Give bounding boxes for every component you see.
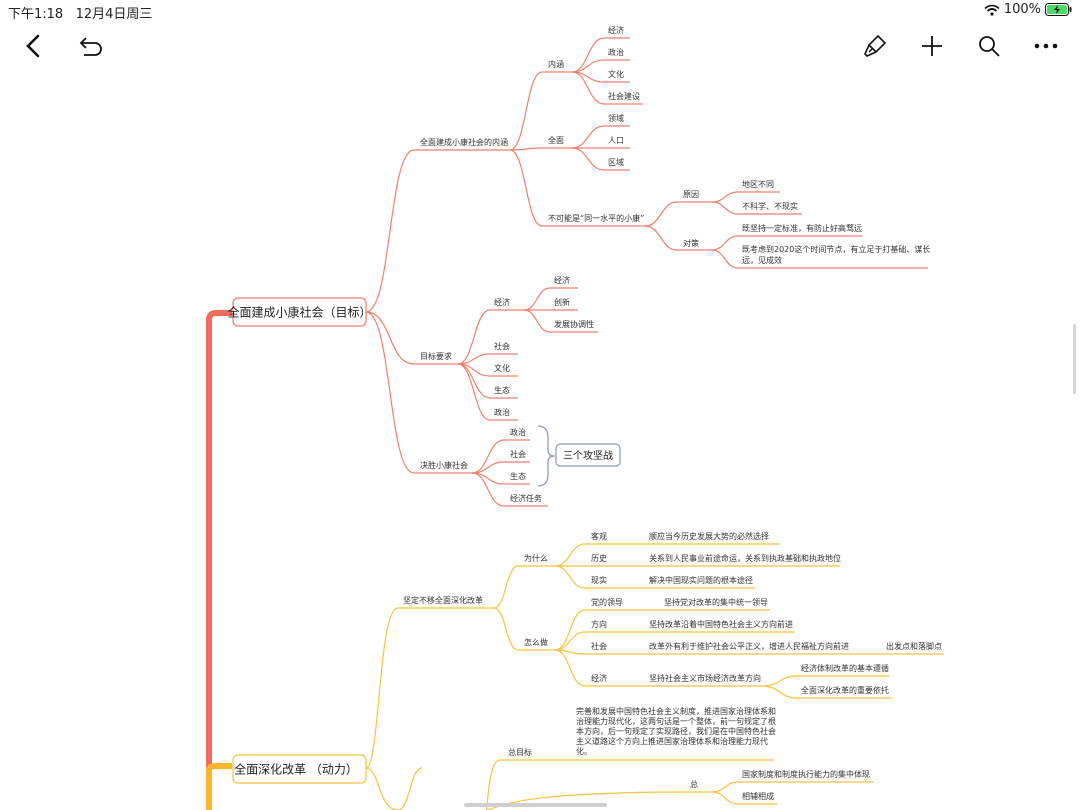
node-b3-4[interactable]: 经济任务 [510,493,542,503]
plus-icon [922,36,942,56]
node-how[interactable]: 怎么做 [524,637,548,647]
topic1-label: 全面建成小康社会（目标） [227,305,371,320]
more-button[interactable] [1029,30,1063,62]
node-how-3-val[interactable]: 改革外有利于维护社会公平正义，增进人民福祉方向前进 [649,641,849,651]
search-icon [979,36,1000,57]
status-bar: 下午1:18 12月4日周三 100% [0,0,1080,22]
node-duice-1[interactable]: 既坚持一定标准，有防止好高骛远 [742,223,862,233]
node-quanmian-1[interactable]: 领域 [608,113,624,123]
node-b3-3[interactable]: 生态 [510,471,526,481]
node-b1[interactable]: 全面建成小康社会的内涵 [420,137,508,147]
status-date: 12月4日周三 [75,7,153,22]
style-button[interactable] [858,30,892,62]
search-button[interactable] [972,30,1006,62]
node-b2[interactable]: 目标要求 [420,351,452,361]
battery-charging-icon [1045,3,1072,16]
node-how-4-key[interactable]: 经济 [591,673,607,683]
node-how-2-key[interactable]: 方向 [591,619,607,629]
node-quanmian[interactable]: 全面 [548,135,564,145]
home-indicator[interactable] [464,803,607,807]
topic1-box[interactable] [232,297,367,327]
node-duice-2b[interactable]: 远，见成效 [742,255,782,265]
node-why-3-val[interactable]: 解决中国现实问题的根本途径 [649,575,753,585]
status-time: 下午1:18 [8,7,64,22]
wifi-icon [984,4,1000,16]
node-how-3-key[interactable]: 社会 [591,641,607,651]
node-zongmubiao[interactable]: 总目标 [508,747,532,757]
undo-button[interactable] [74,30,108,62]
node-b3-2[interactable]: 社会 [510,449,526,459]
node-yuanyin-1[interactable]: 地区不同 [742,179,774,189]
toolbar [0,22,1080,70]
node-zong-2[interactable]: 相辅相成 [742,791,774,801]
status-left: 下午1:18 12月4日周三 [8,3,152,22]
node-neihan-2[interactable]: 政治 [608,47,624,57]
node-neihan-4[interactable]: 社会建设 [608,91,640,101]
node-para-3[interactable]: 本方向，后一句规定了实现路径，我们是在中国特色社会 [576,726,776,736]
node-b3[interactable]: 决胜小康社会 [420,460,468,470]
node-bukeneng[interactable]: 不可能是“同一水平的小康” [548,213,644,223]
summary-label: 三个攻坚战 [563,449,613,462]
node-b2-1[interactable]: 社会 [494,341,510,351]
node-para-5[interactable]: 化。 [576,746,592,756]
status-right: 100% [984,2,1072,17]
node-b2-jingji-1[interactable]: 经济 [554,275,570,285]
node-how-4-sub1[interactable]: 经济体制改革的基本遵循 [801,663,889,673]
node-duice-2a[interactable]: 既考虑到2020这个时间节点，有立足于打基础、谋长 [742,244,930,254]
node-para-4[interactable]: 主义道路这个方向上推进国家治理体系和治理能力现代 [576,736,768,746]
node-neihan-1[interactable]: 经济 [608,25,624,35]
node-why-2-val[interactable]: 关系到人民事业前途命运，关系到执政基础和执政地位 [649,553,841,563]
node-b2-4[interactable]: 政治 [494,407,510,417]
add-button[interactable] [915,30,949,62]
node-duice[interactable]: 对策 [683,238,699,248]
topic2-box[interactable] [232,754,367,784]
spine-red [206,310,232,810]
topic2-label: 全面深化改革 （动力） [234,762,358,777]
node-para-1[interactable]: 完善和发展中国特色社会主义制度，推进国家治理体系和 [576,706,776,716]
node-how-4-val[interactable]: 坚持社会主义市场经济改革方向 [649,673,761,683]
back-button[interactable] [16,30,50,62]
node-quanmian-2[interactable]: 人口 [608,136,624,145]
topic2-connectors [365,543,944,810]
chevron-left-icon [26,34,40,58]
spine-yellow [206,763,232,810]
node-t2-b1[interactable]: 坚定不移全面深化改革 [403,595,483,605]
node-zong-1[interactable]: 国家制度和制度执行能力的集中体现 [742,769,870,779]
node-b3-1[interactable]: 政治 [510,427,526,437]
node-b2-jingji-2[interactable]: 创新 [554,297,570,307]
node-quanmian-3[interactable]: 区域 [608,157,624,167]
node-how-1-val[interactable]: 坚持党对改革的集中统一领导 [664,597,768,607]
node-why-1-key[interactable]: 客观 [591,531,607,541]
node-how-4-sub2[interactable]: 全面深化改革的重要依托 [801,685,889,695]
brush-icon [864,34,887,57]
node-b2-jingji[interactable]: 经济 [494,297,510,307]
node-how-2-val[interactable]: 坚持改革沿着中国特色社会主义方向前进 [649,619,793,629]
node-zong[interactable]: 总 [690,779,698,789]
node-neihan-3[interactable]: 文化 [608,69,624,79]
node-yuanyin[interactable]: 原因 [683,190,699,199]
node-why-2-key[interactable]: 历史 [591,553,607,563]
vertical-scroll-indicator[interactable] [1073,324,1076,394]
node-yuanyin-2[interactable]: 不科学、不现实 [742,201,798,211]
node-how-3-extra[interactable]: 出发点和落脚点 [886,641,942,651]
node-how-1-key[interactable]: 党的领导 [591,597,623,607]
battery-percent: 100% [1003,2,1041,17]
summary-box[interactable] [555,443,621,467]
undo-icon [79,37,102,56]
node-why-1-val[interactable]: 顺应当今历史发展大势的必然选择 [649,531,769,541]
node-b2-jingji-3[interactable]: 发展协调性 [554,319,594,329]
summary-bracket [537,425,556,487]
topic1-connectors [365,37,928,507]
node-why-3-key[interactable]: 现实 [591,575,607,585]
node-b2-2[interactable]: 文化 [494,363,510,373]
node-why[interactable]: 为什么 [524,553,548,563]
node-neihan[interactable]: 内涵 [548,59,564,69]
more-icon [1034,43,1058,49]
node-para-2[interactable]: 治理能力现代化，这两句话是一个整体，前一句规定了根 [576,716,776,726]
node-b2-3[interactable]: 生态 [494,385,510,395]
